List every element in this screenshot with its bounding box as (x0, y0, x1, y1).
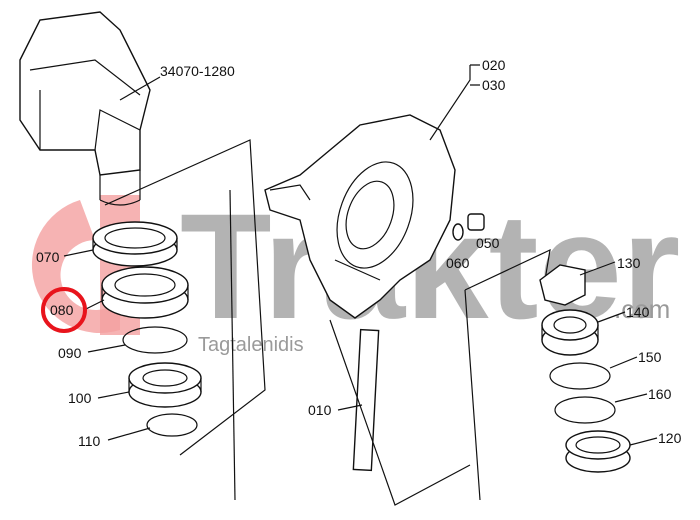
part-050-plug: 050 (467, 213, 500, 251)
part-150-snap-ring: 150 (549, 349, 662, 390)
label-34070-1280: 34070-1280 (160, 63, 235, 79)
label-050: 050 (476, 235, 500, 251)
label-100: 100 (68, 390, 92, 406)
part-160-snap-ring: 160 (554, 386, 672, 424)
watermark-suffix: .com (614, 294, 670, 324)
label-130: 130 (617, 255, 641, 271)
label-110: 110 (78, 433, 101, 449)
bracket-left (104, 139, 266, 456)
watermark-tagline: Tagtalenidis (198, 334, 304, 356)
watermark-logo (31, 200, 120, 334)
part-090-snap-ring: 090 (58, 326, 188, 361)
label-070: 070 (36, 249, 60, 265)
label-060: 060 (446, 255, 470, 271)
label-150: 150 (638, 349, 662, 365)
part-080-bearing: 080 (41, 266, 189, 333)
label-010: 010 (308, 402, 332, 418)
label-090: 090 (58, 345, 82, 361)
part-060-washer: 060 (446, 223, 470, 271)
label-120: 120 (658, 430, 682, 446)
part-120-bearing-cup: 120 (565, 430, 682, 473)
label-140: 140 (626, 304, 650, 320)
bracket-right (464, 248, 551, 501)
part-100-bearing: 100 (68, 362, 202, 408)
label-030: 030 (482, 77, 506, 93)
label-160: 160 (648, 386, 672, 402)
part-130-bevel-gear: 130 (539, 255, 641, 306)
part-110-snap-ring: 110 (78, 413, 198, 449)
part-010-shaft: 010 (229, 189, 471, 506)
part-140-bearing: 140 (541, 304, 650, 356)
part-020-030-gear-case: 020 030 (264, 57, 506, 319)
part-070-bearing-cup: 070 (36, 221, 178, 267)
label-080[interactable]: 080 (50, 302, 74, 318)
label-020: 020 (482, 57, 506, 73)
upper-housing: 34070-1280 (19, 11, 235, 206)
highlight-circle-080 (41, 287, 87, 333)
